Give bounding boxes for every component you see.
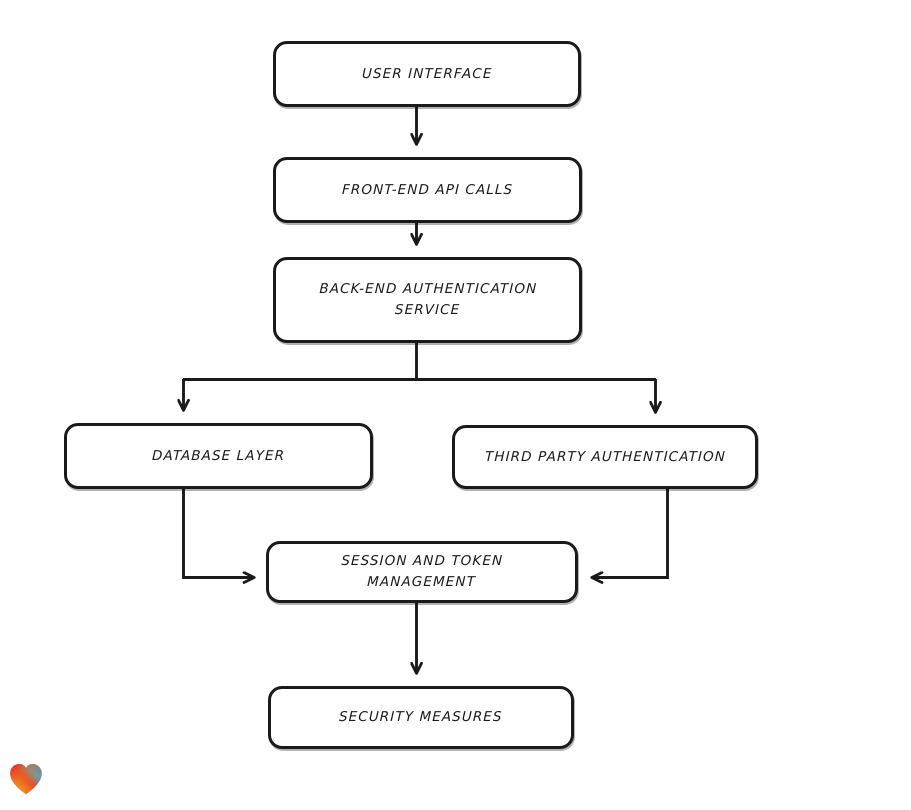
node-label-session-and-token-management: SESSION AND TOKEN MANAGEMENT: [341, 553, 504, 590]
node-session-and-token-management[interactable]: SESSION AND TOKEN MANAGEMENT: [266, 541, 578, 603]
heart-icon: [8, 762, 44, 796]
node-label-user-interface: USER INTERFACE: [361, 65, 493, 82]
node-label-database-layer: DATABASE LAYER: [151, 447, 286, 464]
node-label-third-party-authentication: THIRD PARTY AUTHENTICATION: [484, 448, 726, 465]
node-user-interface[interactable]: USER INTERFACE: [273, 41, 581, 107]
node-third-party-authentication[interactable]: THIRD PARTY AUTHENTICATION: [452, 425, 758, 489]
node-back-end-authentication-service[interactable]: BACK-END AUTHENTICATION SERVICE: [273, 257, 582, 343]
node-security-measures[interactable]: SECURITY MEASURES: [268, 686, 574, 749]
node-label-front-end-api-calls: FRONT-END API CALLS: [341, 181, 514, 198]
edge-thirdparty-to-session: [592, 489, 669, 578]
edge-database-to-session: [182, 489, 255, 578]
node-front-end-api-calls[interactable]: FRONT-END API CALLS: [273, 157, 582, 223]
node-label-back-end-authentication-service: BACK-END AUTHENTICATION SERVICE: [318, 281, 538, 318]
node-database-layer[interactable]: DATABASE LAYER: [64, 423, 373, 489]
node-label-security-measures: SECURITY MEASURES: [338, 709, 504, 726]
